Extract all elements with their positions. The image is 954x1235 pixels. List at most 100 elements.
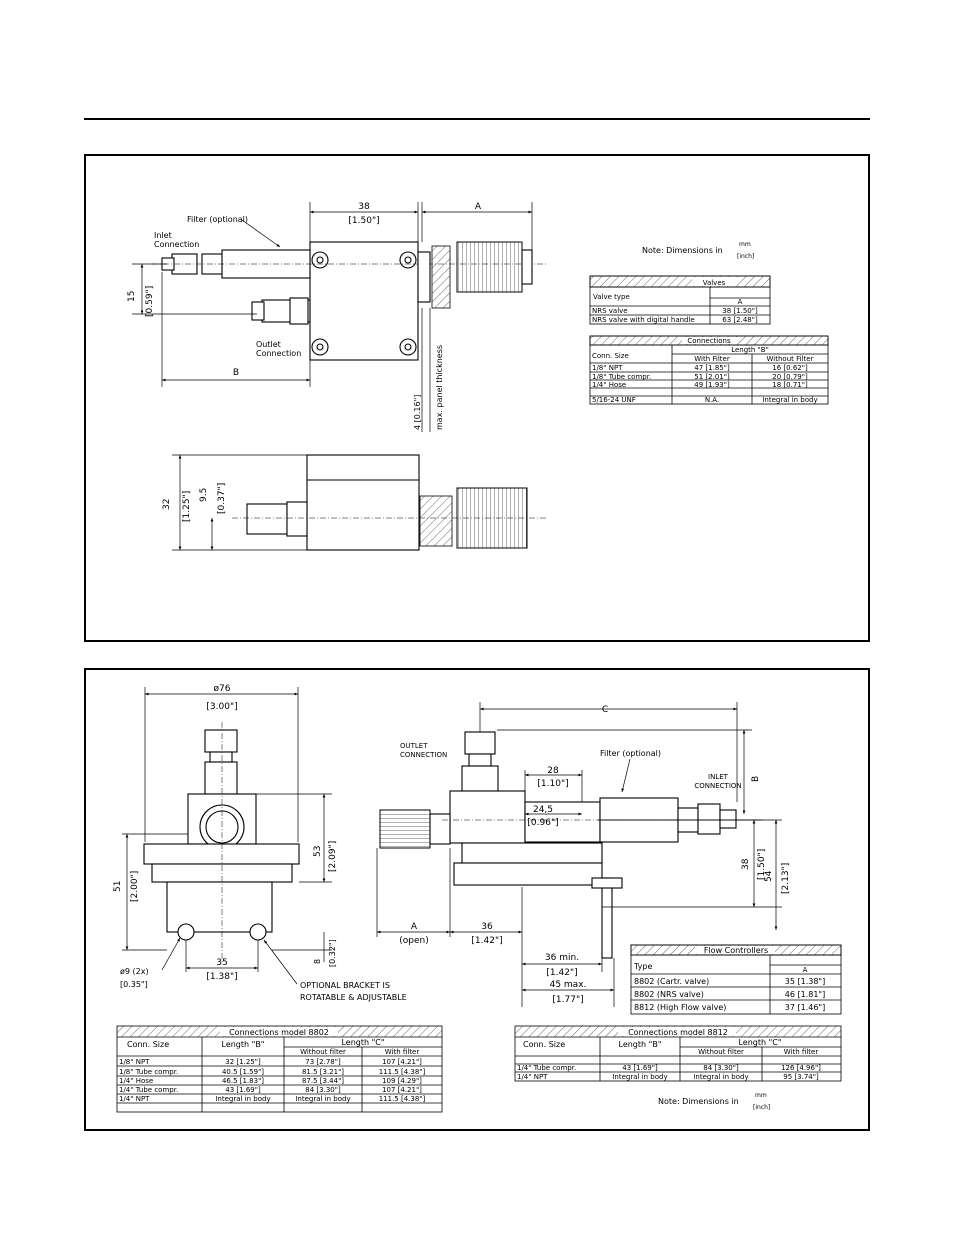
- t8802-row-3-with: 109 [4.29"]: [382, 1077, 422, 1085]
- dim-35-inch-label: [1.38"]: [206, 972, 237, 982]
- conn-row-3-without: 18 [0.71"]: [772, 381, 808, 389]
- t8812-row-2-without: Integral in body: [693, 1073, 748, 1081]
- conn-row-3-size: 1/4" Hose: [592, 381, 626, 389]
- t8812-row-1-with: 126 [4.96"]: [781, 1064, 821, 1072]
- dim-32-label: 32: [162, 499, 172, 510]
- table-8812-b-header: Length "B": [619, 1040, 662, 1049]
- t8802-row-4-b: 43 [1.69"]: [225, 1086, 261, 1094]
- dim-36min-inch-label: [1.42"]: [546, 968, 577, 978]
- t8812-row-1-b: 43 [1.69"]: [622, 1064, 658, 1072]
- hole-dim-label: ø9 (2x): [120, 967, 149, 976]
- dim-15-inch-label: [0.59"]: [145, 286, 155, 317]
- bracket-note-2: ROTATABLE & ADJUSTABLE: [300, 993, 407, 1002]
- flow-row-1-a: 35 [1.38"]: [785, 977, 825, 986]
- filter-label-2: Filter (optional): [600, 749, 661, 758]
- front-outlet-fitting: [204, 729, 238, 753]
- valves-row-1-a: 38 [1.50"]: [722, 307, 758, 315]
- dim-53-label: 53: [313, 846, 323, 857]
- mounting-screws: [311, 251, 417, 356]
- inlet-label-2: Connection: [154, 240, 199, 249]
- t8802-row-5-b: Integral in body: [215, 1095, 270, 1103]
- t8802-row-1-without: 73 [2.78"]: [305, 1058, 341, 1066]
- side-bracket: [601, 877, 613, 959]
- flow-row-1-type: 8802 (Cartr. valve): [634, 977, 709, 986]
- bracket-note-1: OPTIONAL BRACKET IS: [300, 981, 390, 990]
- note-unit-mm: mm: [739, 241, 751, 248]
- flow-row-3-a: 37 [1.46"]: [785, 1003, 825, 1012]
- valves-table: Valves Valve type A NRS valve 38 [1.50"]…: [589, 275, 771, 325]
- inlet-label-1: INLET: [708, 773, 729, 781]
- side-base-flange: [461, 842, 603, 864]
- valves-table-title: Valves: [703, 279, 726, 287]
- conn-row-1-with: 47 [1.85"]: [694, 364, 730, 372]
- table-8812-title: Connections model 8812: [628, 1028, 728, 1037]
- t8802-row-2-size: 1/8" Tube compr.: [119, 1068, 178, 1076]
- dim-51-label: 51: [113, 881, 123, 892]
- dim-28-inch-label: [1.10"]: [537, 779, 568, 789]
- dim-a-open-label: (open): [399, 936, 428, 946]
- table-8802-conn-header: Conn. Size: [127, 1040, 169, 1049]
- dim-4-label: 4 [0.16"]: [413, 395, 422, 430]
- t8802-row-2-with: 111.5 [4.38"]: [379, 1068, 426, 1076]
- dim-28-label: 28: [547, 766, 559, 776]
- t8802-row-1-with: 107 [4.21"]: [382, 1058, 422, 1066]
- note-unit-mm-2: mm: [755, 1092, 767, 1099]
- outlet-label-1: Outlet: [256, 340, 281, 349]
- conn-row-4-without: Integral in body: [762, 396, 817, 404]
- side-inlet-fitting: [697, 803, 721, 835]
- valve-knob: [456, 241, 523, 293]
- header-rule: [84, 118, 870, 120]
- t8802-row-3-size: 1/4" Hose: [119, 1077, 153, 1085]
- t8802-row-3-b: 46.5 [1.83"]: [222, 1077, 264, 1085]
- t8812-row-1-without: 84 [3.30"]: [703, 1064, 739, 1072]
- table-8802-c-header: Length "C": [341, 1038, 384, 1047]
- t8802-row-3-without: 87.5 [3.44"]: [302, 1077, 344, 1085]
- outlet-label-1: OUTLET: [400, 742, 428, 750]
- connections-table-title: Connections: [687, 337, 731, 345]
- dim-45max-label: 45 max.: [550, 980, 587, 990]
- valves-row-1-type: NRS valve: [592, 307, 628, 315]
- dim-8-inch-label: [0.32"]: [328, 939, 337, 967]
- hole-dim-inch-label: [0.35"]: [120, 980, 148, 989]
- dim-76-inch-label: [3.00"]: [206, 702, 237, 712]
- dim-a-label: A: [475, 202, 482, 212]
- conn-row-1-size: 1/8" NPT: [592, 364, 623, 372]
- table-8812-without-header: Without filter: [698, 1048, 744, 1056]
- dim-9-5-inch-label: [0.37"]: [217, 483, 227, 514]
- dim-38-label: 38: [358, 202, 370, 212]
- outlet-label-2: Connection: [256, 349, 301, 358]
- flow-table-header: Type: [633, 962, 652, 971]
- conn-row-4-with: N.A.: [705, 396, 719, 404]
- connections-table-conn-header: Conn. Size: [592, 352, 629, 360]
- t8802-row-4-with: 107 [4.21"]: [382, 1086, 422, 1094]
- dim-b-label: B: [751, 776, 761, 782]
- dim-a-label-2: A: [411, 922, 418, 932]
- t8802-row-1-size: 1/8" NPT: [119, 1058, 150, 1066]
- dim-c-label: C: [602, 705, 608, 715]
- dim-54-inch-label: [2.13"]: [781, 863, 791, 894]
- valves-table-col-a: A: [738, 298, 743, 306]
- valves-row-2-type: NRS valve with digital handle: [592, 316, 695, 324]
- connections-8812-table: Connections model 8812 Conn. Size Length…: [514, 1025, 842, 1082]
- t8802-row-2-b: 40.5 [1.59"]: [222, 1068, 264, 1076]
- valves-table-header: Valve type: [593, 293, 630, 301]
- dim-15-label: 15: [127, 291, 137, 302]
- note-unit-inch-2: [inch]: [753, 1104, 770, 1111]
- dim-9-5-label: 9.5: [199, 488, 209, 502]
- conn-row-2-without: 20 [0.79"]: [772, 373, 808, 381]
- connections-table-without-header: Without Filter: [767, 355, 814, 363]
- dim-53-inch-label: [2.09"]: [328, 841, 338, 872]
- table-8802-title: Connections model 8802: [229, 1028, 329, 1037]
- flow-row-3-type: 8812 (High Flow valve): [634, 1003, 726, 1012]
- dim-35-label: 35: [216, 958, 227, 968]
- table-8802-b-header: Length "B": [222, 1040, 265, 1049]
- dim-24-5-label: 24,5: [533, 805, 553, 815]
- dim-76-label: ø76: [214, 684, 231, 694]
- t8812-row-2-with: 95 [3.74"]: [783, 1073, 819, 1081]
- note-text: Note: Dimensions in: [642, 246, 723, 255]
- dim-b-label: B: [233, 368, 239, 378]
- t8802-row-4-size: 1/4" Tube compr.: [119, 1086, 178, 1094]
- flow-row-2-a: 46 [1.81"]: [785, 990, 825, 999]
- inlet-label-2: CONNECTION: [694, 782, 741, 790]
- outlet-label-2: CONNECTION: [400, 751, 447, 759]
